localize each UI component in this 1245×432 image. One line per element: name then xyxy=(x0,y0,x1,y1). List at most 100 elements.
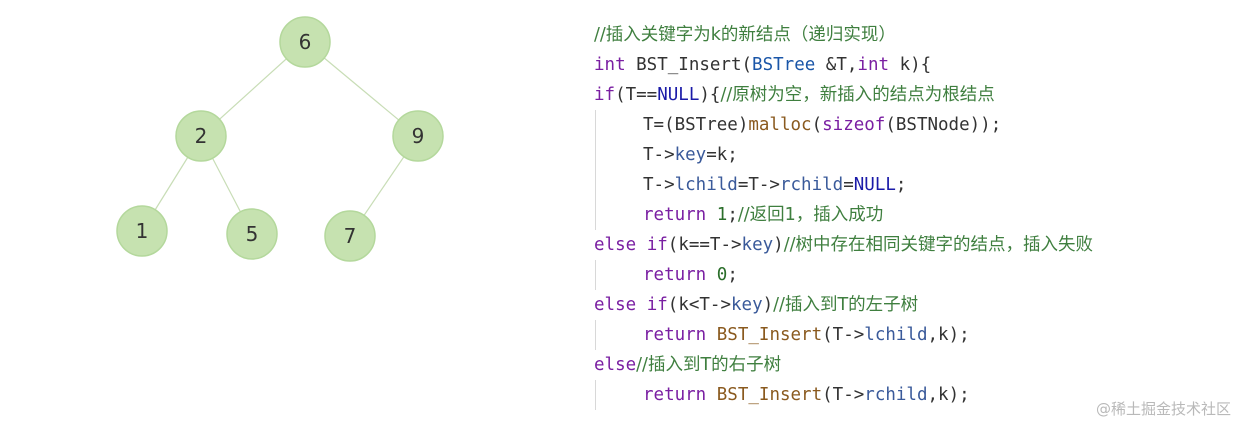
code-text: if(T==NULL){//原树为空，新插入的结点为根结点 xyxy=(594,85,995,105)
code-token-plain xyxy=(706,205,717,225)
code-token-plain: (T-> xyxy=(822,385,865,405)
code-token-kw: if xyxy=(646,235,668,255)
code-token-func: malloc xyxy=(748,115,812,135)
indent-guide xyxy=(595,320,596,350)
code-block: //插入关键字为k的新结点（递归实现）int BST_Insert(BSTree… xyxy=(594,20,1093,410)
code-token-plain: BST_Insert( xyxy=(625,55,753,75)
code-text: T=(BSTree)malloc(sizeof(BSTNode)); xyxy=(594,115,1001,135)
code-text: return 0; xyxy=(594,265,738,285)
code-token-plain: =T-> xyxy=(737,175,780,195)
code-token-func: BST_Insert xyxy=(716,385,823,405)
code-token-plain: = xyxy=(843,175,854,195)
code-token-kw: sizeof xyxy=(822,115,886,135)
code-token-const: NULL xyxy=(657,85,700,105)
code-token-kw: if xyxy=(646,295,668,315)
code-text: return BST_Insert(T->lchild,k); xyxy=(594,325,970,345)
code-token-const: NULL xyxy=(853,175,896,195)
code-token-plain: (T== xyxy=(615,85,658,105)
tree-node-label: 2 xyxy=(195,124,208,148)
code-token-param: lchild xyxy=(864,325,928,345)
code-token-plain: T=(BSTree) xyxy=(643,115,749,135)
code-token-plain: (BSTNode)); xyxy=(885,115,1002,135)
code-token-plain: ; xyxy=(727,205,738,225)
code-token-plain xyxy=(706,265,717,285)
code-token-kw: else xyxy=(594,355,637,375)
code-token-num: 0 xyxy=(716,265,728,285)
code-token-type: BSTree xyxy=(752,55,816,75)
code-token-plain: =k; xyxy=(706,145,738,165)
tree-node-circle xyxy=(392,110,444,162)
code-token-plain: T-> xyxy=(643,145,675,165)
code-token-kw: else xyxy=(594,295,637,315)
tree-node-1: 1 xyxy=(116,205,168,257)
tree-node-circle xyxy=(116,205,168,257)
code-token-kw: return xyxy=(643,205,707,225)
tree-node-label: 6 xyxy=(299,30,312,54)
code-token-param: rchild xyxy=(779,175,844,195)
code-token-plain: k){ xyxy=(889,55,932,75)
code-token-param: rchild xyxy=(864,385,928,405)
code-text: T->key=k; xyxy=(594,145,738,165)
code-token-plain: ,k); xyxy=(927,325,970,345)
code-token-plain: T-> xyxy=(643,175,675,195)
code-text: return BST_Insert(T->rchild,k); xyxy=(594,385,970,405)
tree-node-label: 7 xyxy=(344,224,357,248)
watermark: @稀土掘金技术社区 xyxy=(1095,400,1231,418)
code-token-plain xyxy=(636,295,647,315)
code-token-plain: ( xyxy=(811,115,823,135)
code-text: T->lchild=T->rchild=NULL; xyxy=(594,175,906,195)
code-text: else if(k==T->key)//树中存在相同关键字的结点，插入失败 xyxy=(594,235,1093,255)
code-token-kw: int xyxy=(594,55,626,75)
tree-node-2: 2 xyxy=(175,110,227,162)
code-token-plain: ) xyxy=(773,235,784,255)
code-token-plain xyxy=(636,235,647,255)
tree-node-circle xyxy=(279,16,331,68)
tree-node-label: 9 xyxy=(412,124,425,148)
tree-node-label: 5 xyxy=(246,222,259,246)
code-token-func: BST_Insert xyxy=(716,325,823,345)
tree-node-7: 7 xyxy=(324,210,376,262)
code-token-param: key xyxy=(674,145,707,165)
code-token-plain xyxy=(706,385,717,405)
code-token-kw: int xyxy=(857,55,890,75)
code-token-comment: //插入到T的右子树 xyxy=(636,355,782,375)
tree-node-circle xyxy=(226,208,278,260)
code-text: else//插入到T的右子树 xyxy=(594,355,781,375)
code-line: return 1;//返回1，插入成功 xyxy=(594,200,1093,230)
tree-nodes: 6 2 9 1 5 7 xyxy=(116,16,444,262)
tree-node-circle xyxy=(324,210,376,262)
code-line: return 0; xyxy=(594,260,1093,290)
code-line: else//插入到T的右子树 xyxy=(594,350,1093,380)
code-line: return BST_Insert(T->lchild,k); xyxy=(594,320,1093,350)
tree-node-9: 9 xyxy=(392,110,444,162)
code-line: T->lchild=T->rchild=NULL; xyxy=(594,170,1093,200)
code-token-plain: (k<T-> xyxy=(667,295,731,315)
code-token-plain: &T, xyxy=(815,55,858,75)
tree-node-6: 6 xyxy=(279,16,331,68)
code-token-num: 1 xyxy=(716,205,728,225)
code-token-plain: ; xyxy=(727,265,738,285)
code-token-kw: else xyxy=(594,235,637,255)
code-line: T->key=k; xyxy=(594,140,1093,170)
code-token-plain: ) xyxy=(762,295,774,315)
code-line: int BST_Insert(BSTree &T,int k){ xyxy=(594,50,1093,80)
code-token-plain: (k==T-> xyxy=(667,235,742,255)
code-token-kw: if xyxy=(594,85,616,105)
code-token-param: key xyxy=(731,295,763,315)
code-token-plain: ; xyxy=(895,175,907,195)
code-text: int BST_Insert(BSTree &T,int k){ xyxy=(594,55,931,75)
code-line: else if(k==T->key)//树中存在相同关键字的结点，插入失败 xyxy=(594,230,1093,260)
tree-node-5: 5 xyxy=(226,208,278,260)
indent-guide xyxy=(595,170,596,200)
code-text: else if(k<T->key)//插入到T的左子树 xyxy=(594,295,918,315)
indent-guide xyxy=(595,140,596,170)
code-line: if(T==NULL){//原树为空，新插入的结点为根结点 xyxy=(594,80,1093,110)
code-token-plain: ){ xyxy=(699,85,721,105)
code-token-kw: return xyxy=(643,265,707,285)
indent-guide xyxy=(595,110,596,140)
code-token-param: lchild xyxy=(674,175,738,195)
code-token-plain xyxy=(706,325,717,345)
code-token-kw: return xyxy=(643,325,707,345)
code-token-comment: //插入到T的左子树 xyxy=(773,295,919,315)
bst-tree-diagram: 6 2 9 1 5 7 xyxy=(116,16,444,262)
